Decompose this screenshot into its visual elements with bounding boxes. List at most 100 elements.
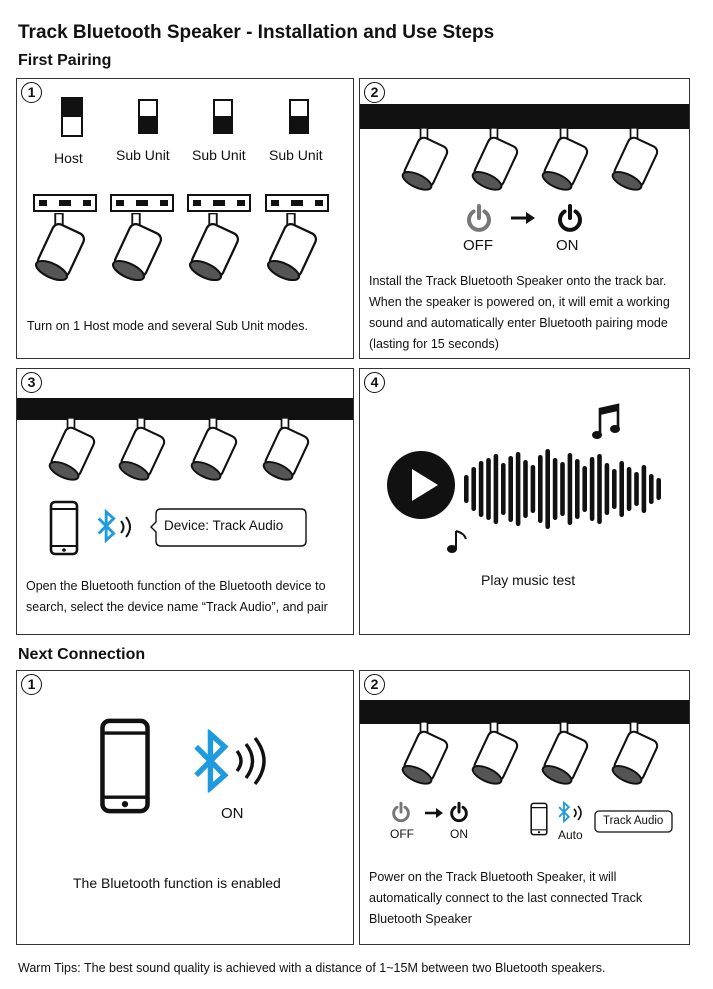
step-number: 2: [364, 674, 385, 695]
step-number: 4: [364, 372, 385, 393]
device-name-label: Track Audio: [603, 815, 664, 827]
on-label: ON: [450, 827, 468, 841]
bluetooth-icon: [558, 801, 571, 823]
smartphone-icon: [530, 802, 548, 836]
device-label-box: [594, 810, 673, 833]
signal-waves-icon: [235, 736, 266, 786]
sub-unit-label: Sub Unit: [116, 147, 170, 163]
step-caption: Power on the Track Bluetooth Speaker, it…: [369, 870, 643, 926]
sound-wave-bar: [604, 463, 610, 515]
switch-icon: [213, 99, 233, 134]
speech-bubble: [150, 508, 307, 547]
sound-wave-bar: [501, 463, 506, 515]
step-number: 1: [21, 82, 42, 103]
panel-first-pairing-step-3: 3 Device: Track Audio Open the Bluetooth…: [16, 368, 354, 635]
sound-wave-bar: [582, 466, 587, 512]
panel-next-connection-step-2: 2 OFF ON Auto Track Audio Power on the T…: [359, 670, 690, 945]
track-bar: [360, 104, 689, 129]
music-note-icon: [590, 403, 624, 443]
step-caption: The Bluetooth function is enabled: [73, 875, 281, 891]
track-adapter-icon: [110, 194, 174, 212]
step-number: 2: [364, 82, 385, 103]
sound-wave-bar: [649, 474, 654, 504]
sub-unit-label: Sub Unit: [192, 147, 246, 163]
switch-icon: [289, 99, 309, 134]
section-title-first-pairing: First Pairing: [18, 52, 112, 69]
panel-first-pairing-step-4: 4 Play music test: [359, 368, 690, 635]
spotlight-speaker-icon: [259, 417, 311, 481]
step-caption: Install the Track Bluetooth Speaker onto…: [369, 274, 670, 351]
spotlight-speaker-icon: [187, 417, 239, 481]
power-icon: [390, 801, 412, 823]
spotlight-speaker-icon: [608, 721, 660, 785]
spotlight-speaker-icon: [538, 127, 590, 191]
sound-wave-bar: [530, 465, 536, 513]
sound-wave-bar: [508, 456, 513, 522]
switch-icon: [61, 97, 83, 137]
bluetooth-icon: [193, 726, 231, 796]
sound-wave-bar: [634, 472, 639, 506]
spotlight-speaker-icon: [263, 213, 319, 281]
sound-wave-bar: [478, 461, 484, 517]
section-title-next-connection: Next Connection: [18, 646, 146, 663]
sub-unit-label: Sub Unit: [269, 147, 323, 163]
host-label: Host: [54, 150, 83, 166]
sound-wave-bar: [538, 455, 543, 523]
panel-first-pairing-step-2: 2 OFF ON Install the Track Bluetooth Spe…: [359, 78, 690, 359]
spotlight-speaker-icon: [608, 127, 660, 191]
track-adapter-icon: [33, 194, 97, 212]
track-adapter-icon: [265, 194, 329, 212]
spotlight-speaker-icon: [108, 213, 164, 281]
sound-wave-bar: [575, 459, 580, 519]
panel-next-connection-step-1: 1 ON The Bluetooth function is enabled: [16, 670, 354, 945]
power-icon: [555, 203, 585, 233]
sound-wave-bar: [464, 475, 469, 503]
smartphone-icon: [99, 713, 151, 819]
arrow-right-icon: [425, 808, 443, 818]
warm-tips: Warm Tips: The best sound quality is ach…: [18, 961, 606, 975]
device-name-label: Device: Track Audio: [164, 518, 284, 533]
track-bar: [360, 700, 689, 724]
step-caption: Play music test: [481, 572, 576, 588]
sound-wave-bar: [641, 465, 647, 513]
spotlight-speaker-icon: [115, 417, 167, 481]
power-icon: [464, 203, 494, 233]
play-icon: [387, 451, 455, 519]
sound-wave-bar: [656, 478, 661, 500]
sound-wave-bar: [515, 452, 521, 526]
sound-wave-bar: [545, 449, 550, 529]
sound-wave-bar: [523, 460, 528, 518]
on-label: ON: [221, 805, 244, 822]
spotlight-speaker-icon: [468, 721, 520, 785]
spotlight-speaker-icon: [45, 417, 97, 481]
off-label: OFF: [463, 237, 493, 254]
panel-first-pairing-step-1: 1 Host Sub Unit Sub Unit Sub Unit Turn o…: [16, 78, 354, 359]
power-icon: [448, 801, 470, 823]
spotlight-speaker-icon: [31, 213, 87, 281]
signal-waves-icon: [120, 516, 131, 538]
spotlight-speaker-icon: [398, 127, 450, 191]
step-number: 3: [21, 372, 42, 393]
sound-wave-bar: [626, 467, 632, 511]
sound-wave-bar: [493, 454, 499, 524]
auto-label: Auto: [558, 828, 583, 842]
sound-wave-bar: [597, 454, 602, 524]
sound-wave-bar: [471, 467, 476, 511]
step-number: 1: [21, 674, 42, 695]
signal-waves-icon: [573, 805, 582, 821]
spotlight-speaker-icon: [538, 721, 590, 785]
off-label: OFF: [390, 827, 414, 841]
sound-wave-bar: [619, 461, 624, 517]
step-caption: Turn on 1 Host mode and several Sub Unit…: [27, 319, 308, 333]
step-caption: Open the Bluetooth function of the Bluet…: [26, 579, 328, 614]
smartphone-icon: [49, 500, 79, 556]
music-note-icon: [447, 530, 467, 553]
sound-wave-bar: [560, 462, 565, 516]
spotlight-speaker-icon: [468, 127, 520, 191]
sound-wave-bar: [589, 457, 595, 521]
sound-wave-icon: [464, 449, 661, 529]
arrow-right-icon: [511, 212, 535, 224]
bluetooth-icon: [97, 509, 117, 543]
track-adapter-icon: [187, 194, 251, 212]
spotlight-speaker-icon: [185, 213, 241, 281]
